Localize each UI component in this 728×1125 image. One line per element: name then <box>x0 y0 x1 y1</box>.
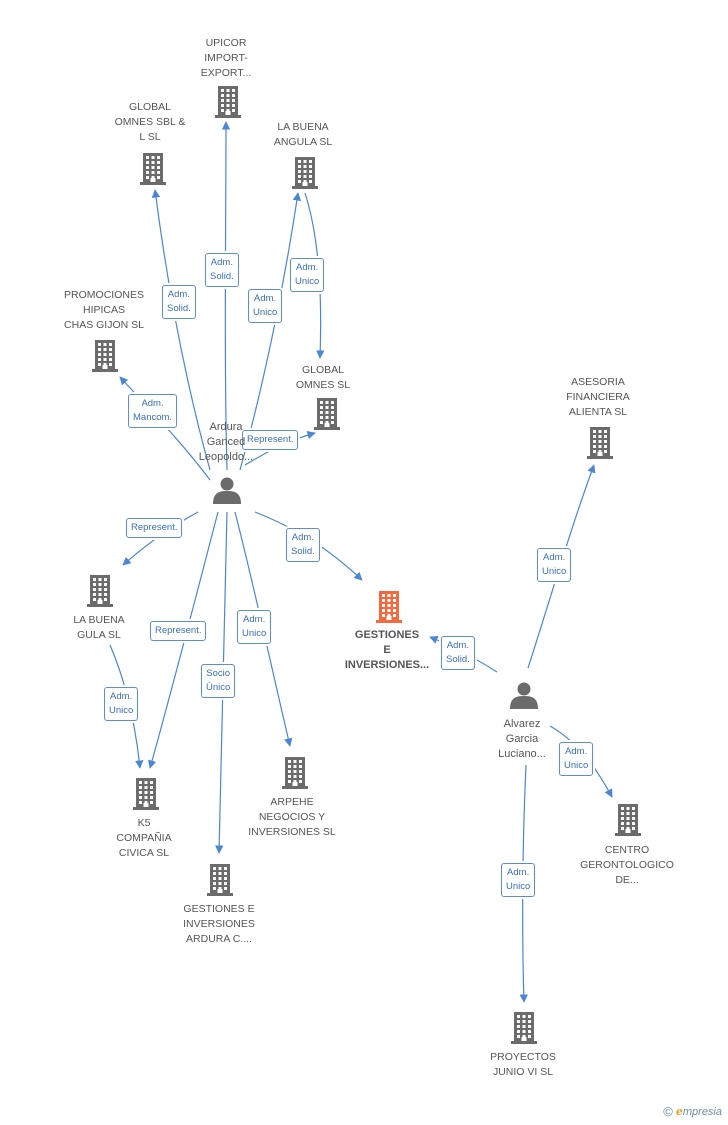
edge-label-ardura-to-buena-angula[interactable]: Adm. Unico <box>248 289 283 323</box>
building-icon-gestiones-ardura[interactable] <box>207 864 233 896</box>
node-label-upicor[interactable]: UPICOR IMPORT- EXPORT... <box>200 37 252 79</box>
edge-label-alvarez-to-gestiones-main[interactable]: Adm. Solid. <box>441 636 475 670</box>
node-label-centro[interactable]: CENTRO GERONTOLOGICO DE... <box>580 844 674 886</box>
edge-label-ardura-to-buena-gula[interactable]: Represent. <box>126 518 183 538</box>
copyright-icon: © <box>663 1104 673 1119</box>
person-icon-alvarez[interactable] <box>510 682 538 710</box>
node-label-gestiones-ardura[interactable]: GESTIONES E INVERSIONES ARDURA C.... <box>183 903 255 945</box>
edge-label-alvarez-to-proyectos[interactable]: Adm. Unico <box>501 863 536 897</box>
building-icon-proyectos[interactable] <box>511 1012 537 1044</box>
node-label-buena-angula[interactable]: LA BUENA ANGULA SL <box>273 121 333 148</box>
building-icon-global-sl[interactable] <box>314 398 340 430</box>
building-icon-asesoria[interactable] <box>587 427 613 459</box>
node-label-arpehe[interactable]: ARPEHE NEGOCIOS Y INVERSIONES SL <box>248 796 336 838</box>
empresia-logo[interactable]: empresia <box>675 1105 722 1118</box>
node-label-buena-gula[interactable]: LA BUENA GULA SL <box>73 614 125 641</box>
edge-label-alvarez-to-asesoria[interactable]: Adm. Unico <box>537 548 572 582</box>
edge-label-ardura-to-upicor[interactable]: Adm. Solid. <box>205 253 239 287</box>
building-icon-arpehe[interactable] <box>282 757 308 789</box>
node-label-asesoria[interactable]: ASESORIA FINANCIERA ALIENTA SL <box>566 376 630 418</box>
edge-label-ardura-to-global-sl[interactable]: Represent. <box>242 430 299 450</box>
building-icon-upicor[interactable] <box>215 86 241 118</box>
building-icon-buena-gula[interactable] <box>87 575 113 607</box>
building-icon-promociones[interactable] <box>92 340 118 372</box>
edge-ardura-to-buena-gula <box>122 511 199 566</box>
node-label-promociones[interactable]: PROMOCIONES HIPICAS CHAS GIJON SL <box>64 289 144 331</box>
node-label-global-sl[interactable]: GLOBAL OMNES SL <box>295 364 351 391</box>
edge-label-ardura-to-global-sbl[interactable]: Adm. Solid. <box>162 285 196 319</box>
building-icon-buena-angula[interactable] <box>292 157 318 189</box>
person-icon-ardura[interactable] <box>213 477 241 505</box>
edge-label-alvarez-to-centro[interactable]: Adm. Unico <box>559 742 594 776</box>
building-icon-gestiones-main[interactable] <box>376 591 402 623</box>
edge-label-ardura-to-arpehe[interactable]: Adm. Unico <box>237 610 272 644</box>
node-label-alvarez[interactable]: Alvarez Garcia Luciano... <box>498 718 546 760</box>
edge-label-ardura-to-gestiones-ardura[interactable]: Socio Único <box>201 664 236 698</box>
edge-label-buena-angula-to-global-sl[interactable]: Adm. Unico <box>290 258 325 292</box>
edge-ardura-to-upicor <box>221 121 231 471</box>
edge-label-ardura-to-gestiones-main[interactable]: Adm. Solid. <box>286 528 320 562</box>
nodes-layer <box>87 86 641 1044</box>
edge-label-ardura-to-promociones[interactable]: Adm. Mancom. <box>128 394 178 428</box>
building-icon-k5[interactable] <box>133 778 159 810</box>
node-label-global-sbl[interactable]: GLOBAL OMNES SBL & L SL <box>114 101 186 143</box>
building-icon-global-sbl[interactable] <box>140 153 166 185</box>
copyright-footer: © empresia <box>663 1104 722 1119</box>
edge-label-buena-gula-to-k5[interactable]: Adm. Unico <box>104 687 139 721</box>
node-label-k5[interactable]: K5 COMPAÑIA CIVICA SL <box>116 817 172 859</box>
building-icon-centro[interactable] <box>615 804 641 836</box>
node-label-gestiones-main[interactable]: GESTIONES E INVERSIONES... <box>344 629 430 671</box>
edge-ardura-to-global-sbl <box>151 189 211 471</box>
node-label-ardura[interactable]: Ardura Ganced Leopoldo... <box>198 421 254 463</box>
edge-label-ardura-to-k5[interactable]: Represent. <box>150 621 207 641</box>
edge-ardura-to-k5 <box>148 511 219 769</box>
node-label-proyectos[interactable]: PROYECTOS JUNIO VI SL <box>490 1051 556 1078</box>
